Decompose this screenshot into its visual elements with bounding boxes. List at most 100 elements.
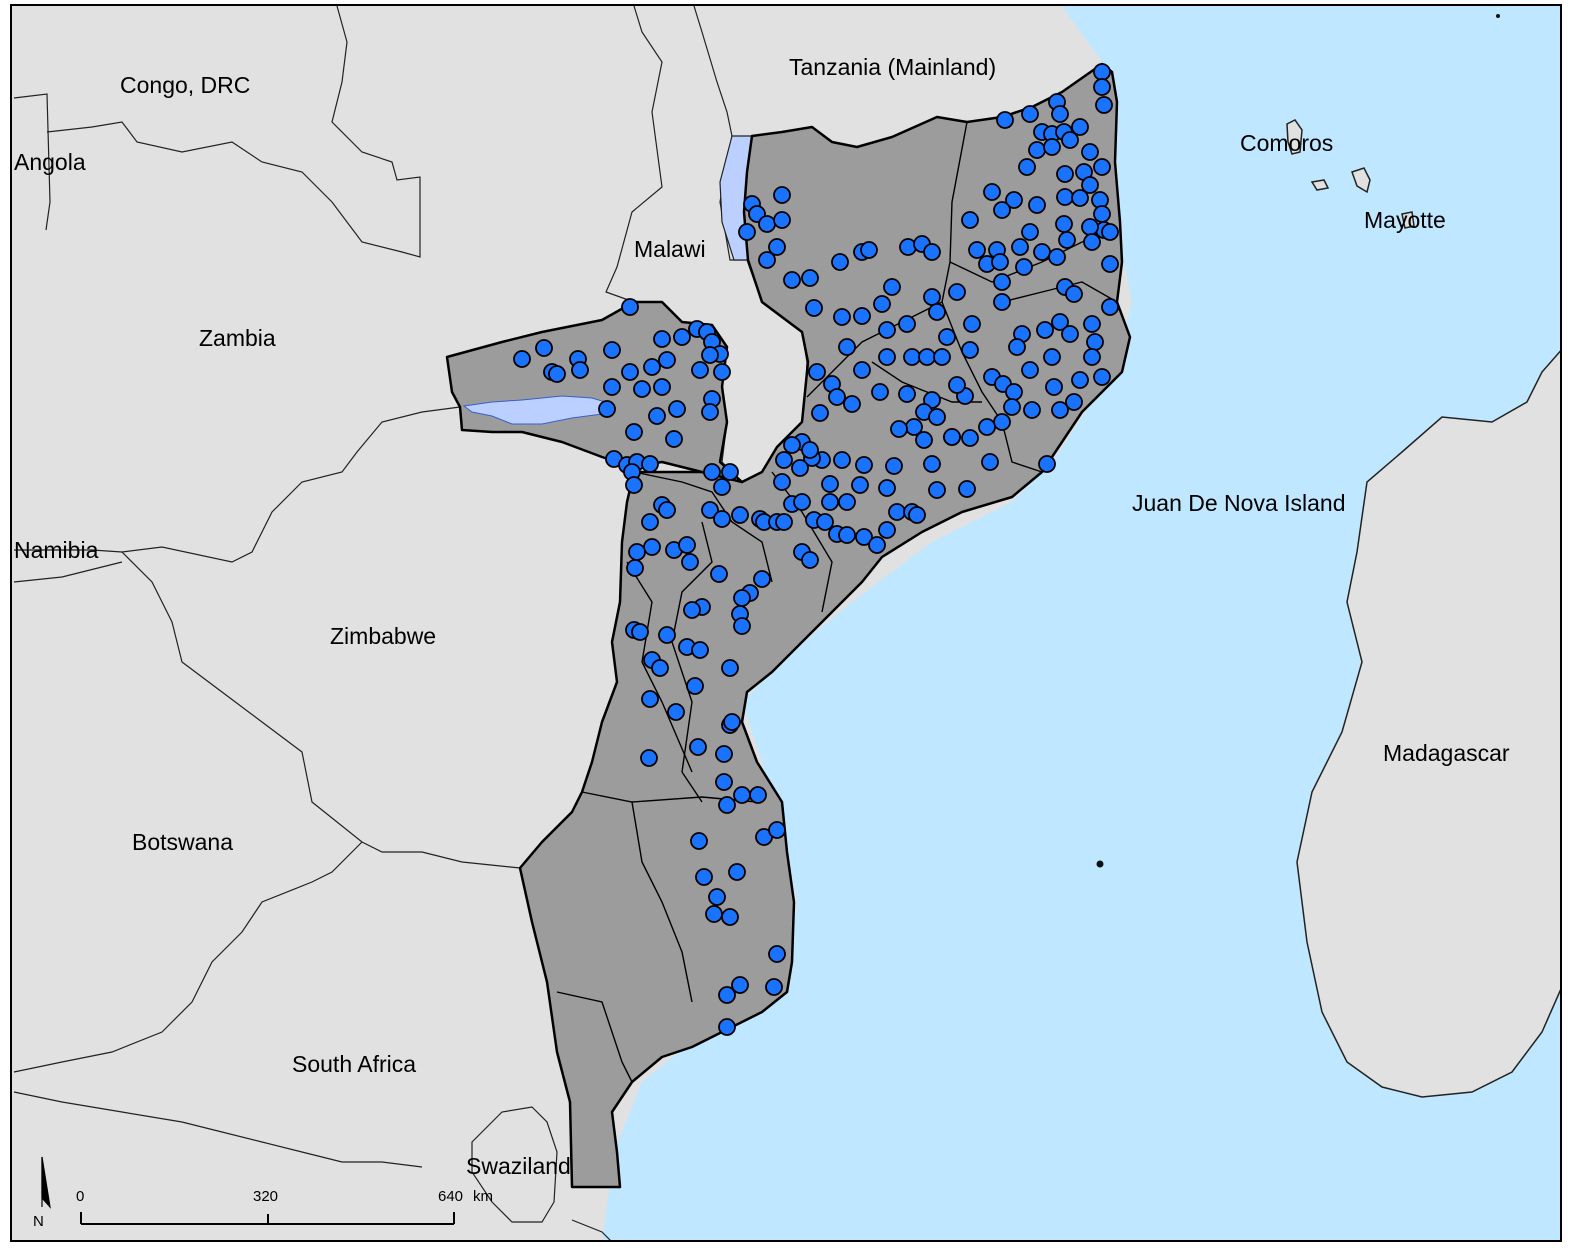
survey-site-marker (801, 269, 819, 287)
scale-tick-0: 0 (76, 1188, 84, 1205)
label-madagascar: Madagascar (1383, 740, 1510, 766)
survey-site-marker (1101, 255, 1119, 273)
survey-site-marker (853, 361, 871, 379)
survey-site-marker (928, 408, 946, 426)
scale-tick-640: 640 (438, 1188, 463, 1205)
survey-site-marker (996, 111, 1014, 129)
small-island (1496, 14, 1500, 18)
survey-site-marker (713, 478, 731, 496)
survey-site-marker (1101, 223, 1119, 241)
survey-site-marker (961, 429, 979, 447)
survey-site-marker (733, 617, 751, 635)
survey-site-marker (838, 493, 856, 511)
map-frame[interactable]: Congo, DRC Tanzania (Mainland) Angola Co… (10, 4, 1562, 1242)
survey-site-marker (1033, 243, 1051, 261)
survey-site-marker (1056, 165, 1074, 183)
survey-site-marker (868, 536, 886, 554)
survey-site-marker (643, 358, 661, 376)
survey-site-marker (683, 601, 701, 619)
survey-site-marker (768, 945, 786, 963)
survey-site-marker (753, 570, 771, 588)
survey-site-marker (728, 863, 746, 881)
label-south-africa: South Africa (292, 1051, 416, 1077)
survey-site-marker (603, 378, 621, 396)
survey-site-marker (1081, 176, 1099, 194)
survey-site-marker (715, 745, 733, 763)
survey-site-marker (721, 908, 739, 926)
survey-site-marker (833, 308, 851, 326)
survey-site-marker (641, 513, 659, 531)
survey-site-marker (821, 493, 839, 511)
label-swaziland: Swaziland (466, 1153, 571, 1179)
survey-site-marker (1065, 393, 1083, 411)
survey-site-marker (678, 536, 696, 554)
survey-site-marker (871, 383, 889, 401)
survey-site-marker (1071, 118, 1089, 136)
survey-site-marker (961, 341, 979, 359)
survey-site-marker (713, 510, 731, 528)
survey-site-marker (878, 479, 896, 497)
survey-site-marker (958, 480, 976, 498)
map[interactable]: Congo, DRC Tanzania (Mainland) Angola Co… (12, 6, 1562, 1242)
survey-site-marker (1011, 238, 1029, 256)
survey-site-marker (831, 253, 849, 271)
survey-site-marker (1056, 188, 1074, 206)
survey-site-marker (853, 307, 871, 325)
label-juan-de-nova: Juan De Nova Island (1132, 490, 1346, 516)
survey-site-marker (641, 455, 659, 473)
survey-site-marker (1005, 383, 1023, 401)
survey-site-marker (923, 455, 941, 473)
survey-site-marker (701, 346, 719, 364)
survey-site-marker (1051, 105, 1069, 123)
survey-site-marker (715, 773, 733, 791)
survey-site-marker (933, 348, 951, 366)
survey-site-marker (816, 513, 834, 531)
survey-site-marker (961, 211, 979, 229)
scale-tick-320: 320 (253, 1188, 278, 1205)
survey-site-marker (811, 404, 829, 422)
survey-site-marker (838, 338, 856, 356)
survey-site-marker (923, 288, 941, 306)
survey-site-marker (668, 400, 686, 418)
survey-site-marker (1071, 189, 1089, 207)
survey-site-marker (1081, 143, 1099, 161)
survey-site-marker (689, 738, 707, 756)
survey-site-marker (1093, 158, 1111, 176)
survey-site-marker (821, 475, 839, 493)
survey-site-marker (808, 363, 826, 381)
survey-site-marker (673, 328, 691, 346)
label-tanzania: Tanzania (Mainland) (789, 54, 996, 80)
north-arrow-icon (41, 1156, 51, 1209)
survey-site-marker (1008, 338, 1026, 356)
madagascar-shape (1296, 350, 1560, 1098)
survey-site-marker (805, 299, 823, 317)
survey-site-marker (1051, 313, 1069, 331)
label-congo: Congo, DRC (120, 72, 250, 98)
survey-site-marker (878, 321, 896, 339)
survey-site-marker (843, 395, 861, 413)
mayotte-island (1401, 211, 1415, 229)
survey-site-marker (855, 456, 873, 474)
survey-site-marker (1058, 231, 1076, 249)
survey-site-marker (713, 363, 731, 381)
survey-site-marker (1083, 315, 1101, 333)
comoros-island-3 (1351, 167, 1371, 194)
survey-site-marker (758, 215, 776, 233)
survey-site-marker (691, 361, 709, 379)
survey-site-marker (571, 361, 589, 379)
juan-de-nova-island-shape (1096, 860, 1104, 868)
survey-site-marker (721, 463, 739, 481)
survey-site-marker (793, 493, 811, 511)
survey-site-marker (1023, 401, 1041, 419)
north-arrow: N (33, 1156, 51, 1230)
survey-site-marker (710, 565, 728, 583)
survey-site-marker (513, 350, 531, 368)
survey-site-marker (1021, 105, 1039, 123)
survey-site-marker (1065, 285, 1083, 303)
country-borders (13, 6, 808, 1240)
survey-site-marker (598, 400, 616, 418)
survey-site-marker (658, 626, 676, 644)
survey-site-marker (1095, 96, 1113, 114)
survey-site-marker (923, 243, 941, 261)
survey-site-marker (1021, 223, 1039, 241)
